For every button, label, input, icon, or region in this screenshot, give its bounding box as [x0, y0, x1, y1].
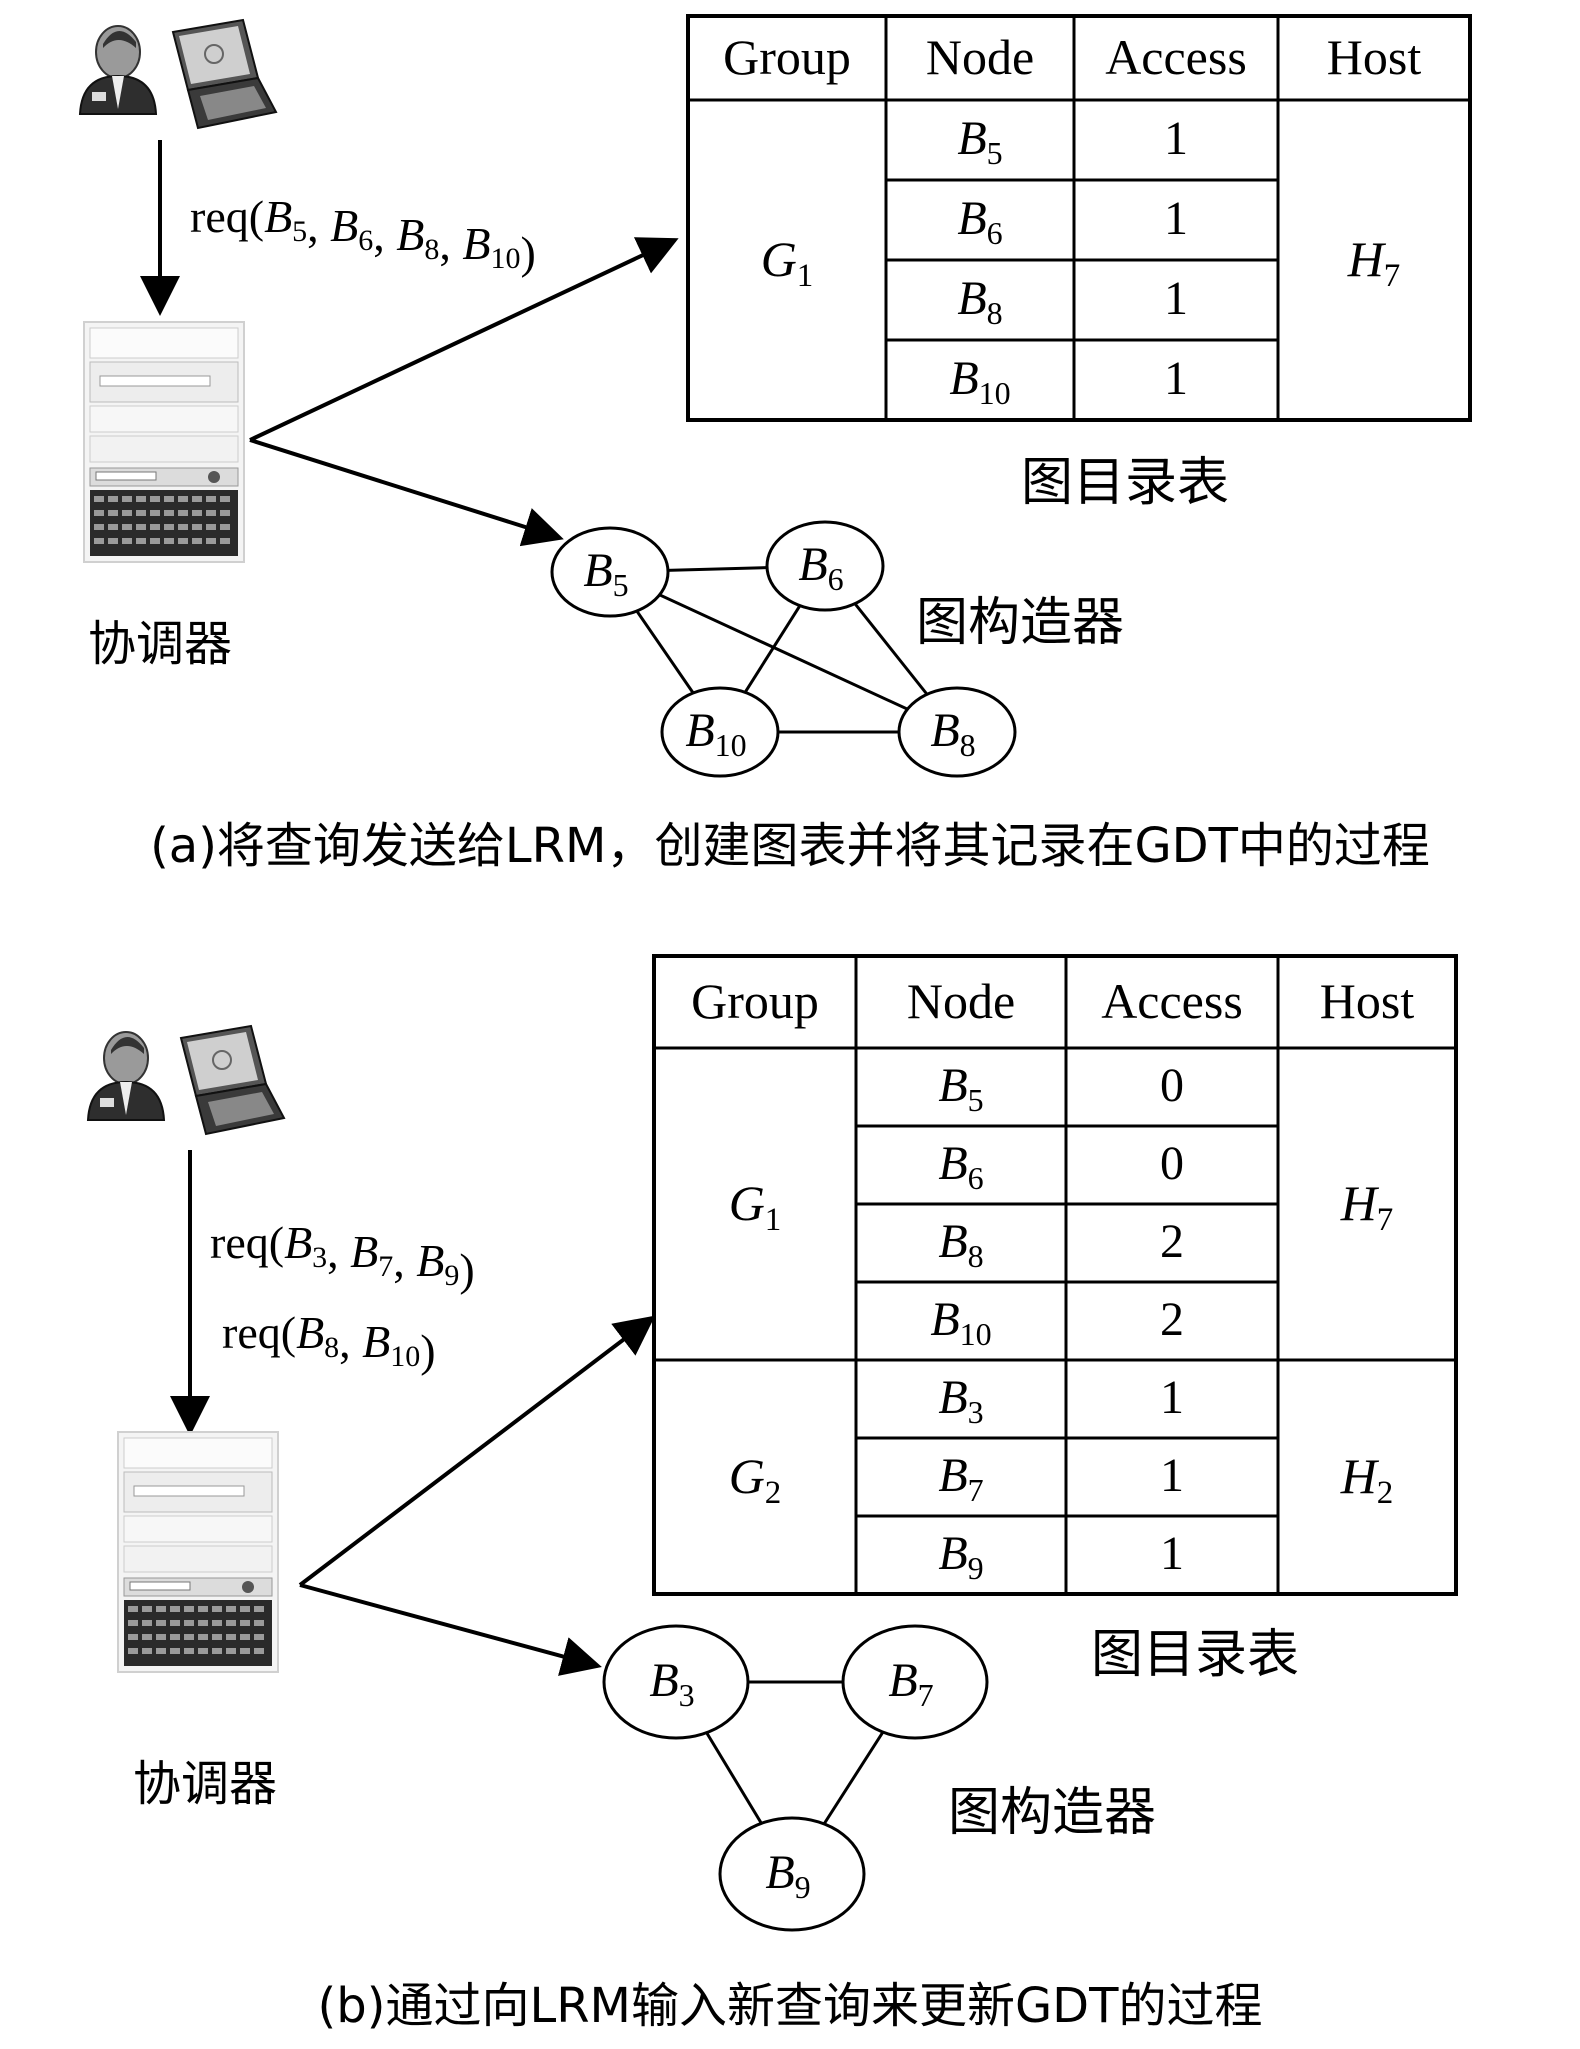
graph-label: 图构造器 [916, 593, 1124, 653]
node-cell: B9 [938, 1527, 983, 1586]
group-cell: G1 [761, 231, 814, 294]
arrow-to-table [249, 237, 679, 442]
graph-label: 图构造器 [948, 1783, 1156, 1843]
node-cell: B10 [930, 1293, 991, 1352]
host-cell: H7 [1340, 1175, 1394, 1238]
table-caption: 图目录表 [1021, 453, 1229, 513]
host-cell: H7 [1347, 231, 1401, 294]
access-cell: 2 [1160, 1293, 1184, 1346]
coordinator-server-icon [117, 1431, 279, 1673]
graph-edge [609, 570, 958, 734]
graph-node-label: B8 [930, 704, 975, 763]
graph-node [897, 686, 1017, 778]
graph-node [765, 520, 885, 612]
access-cell: 2 [1160, 1215, 1184, 1268]
node-cell: B7 [938, 1449, 983, 1508]
request-label-1: req(B3, B7, B9) [210, 1217, 475, 1295]
arrow-to-table [298, 1315, 656, 1587]
column-header: Node [926, 29, 1034, 85]
request-label-2: req(B8, B10) [222, 1307, 436, 1376]
access-cell: 0 [1160, 1137, 1184, 1190]
group-cell: G1 [729, 1175, 782, 1238]
node-cell: B5 [957, 112, 1002, 171]
graph-node-label: B10 [685, 704, 746, 763]
node-cell: B6 [938, 1137, 983, 1196]
arrow-to-graph [299, 1583, 602, 1676]
access-cell: 1 [1160, 1371, 1184, 1424]
node-cell: B6 [957, 192, 1002, 251]
access-cell: 1 [1160, 1527, 1184, 1580]
user-laptop-icon [79, 19, 277, 129]
graph-node-label: B5 [583, 544, 628, 603]
access-cell: 1 [1164, 112, 1188, 165]
node-cell: B5 [938, 1059, 983, 1118]
group-cell: G2 [729, 1448, 782, 1511]
user-laptop-icon [87, 1025, 285, 1135]
graph-node-label: B7 [888, 1654, 933, 1713]
graph-node-label: B6 [798, 538, 843, 597]
graph-node-label: B9 [765, 1846, 810, 1905]
table-border [686, 14, 1472, 422]
coordinator-label: 协调器 [88, 616, 232, 672]
node-cell: B8 [957, 272, 1002, 331]
access-cell: 0 [1160, 1059, 1184, 1112]
coordinator-server-icon [83, 321, 245, 563]
graph-node [660, 686, 780, 778]
access-cell: 1 [1164, 352, 1188, 405]
graph-node-label: B3 [649, 1654, 694, 1713]
column-header: Group [723, 29, 851, 85]
column-header: Access [1101, 973, 1243, 1029]
column-header: Host [1320, 973, 1415, 1029]
access-cell: 1 [1164, 192, 1188, 245]
graph-node [718, 1816, 866, 1932]
table-border [652, 954, 1458, 1596]
graph-node [841, 1624, 989, 1740]
column-header: Host [1327, 29, 1422, 85]
panel-a: req(B5, B6, B8, B10) 协调器 Group Node Access… [79, 14, 1472, 874]
access-cell: 1 [1160, 1449, 1184, 1502]
access-cell: 1 [1164, 272, 1188, 325]
host-cell: H2 [1340, 1448, 1394, 1511]
coordinator-label: 协调器 [133, 1756, 277, 1812]
request-label: req(B5, B6, B8, B10) [190, 191, 536, 278]
panel-a-caption: (a)将查询发送给LRM，创建图表并将其记录在GDT中的过程 [150, 818, 1430, 874]
node-cell: B3 [938, 1371, 983, 1430]
column-header: Group [691, 973, 819, 1029]
graph-node [602, 1624, 750, 1740]
panel-b: req(B3, B7, B9) req(B8, B10) 协调器 Group No… [87, 954, 1458, 2034]
arrow-to-graph [249, 438, 564, 547]
node-cell: B8 [938, 1215, 983, 1274]
panel-b-caption: (b)通过向LRM输入新查询来更新GDT的过程 [318, 1978, 1263, 2034]
node-cell: B10 [949, 352, 1010, 411]
column-header: Access [1105, 29, 1247, 85]
graph-node [550, 526, 670, 618]
table-caption: 图目录表 [1091, 1625, 1299, 1685]
column-header: Node [907, 973, 1015, 1029]
